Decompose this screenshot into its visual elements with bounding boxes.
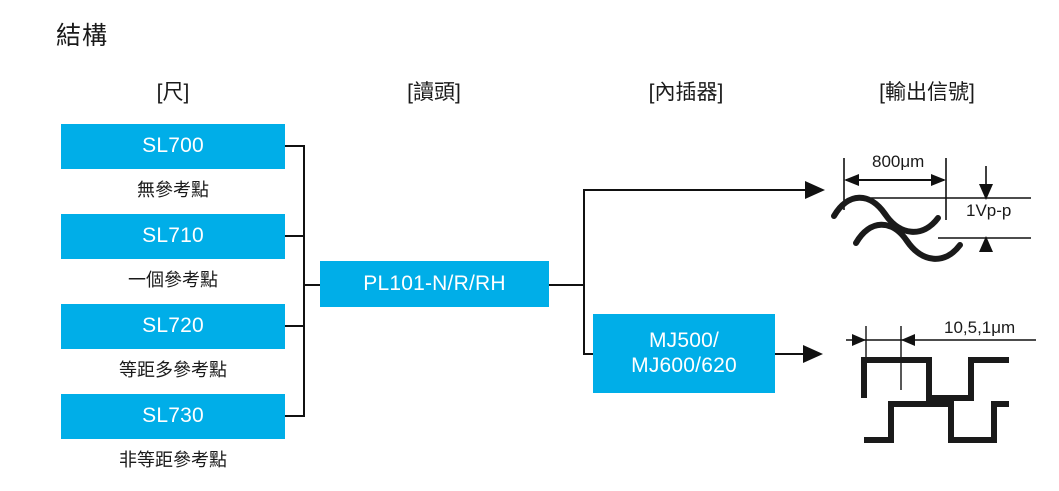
- connector-interpolator-out: [775, 353, 807, 355]
- scale-box-sl710[interactable]: SL710: [61, 214, 285, 259]
- output-signal-square-diagram: [846, 312, 1046, 452]
- connector-sl720-stub: [285, 325, 305, 327]
- connector-sl730-stub: [285, 415, 305, 417]
- connector-readhead-out: [549, 284, 585, 286]
- output-signal-sine-diagram: [826, 148, 1051, 263]
- connector-sl710-stub: [285, 235, 305, 237]
- connector-sl700-stub: [285, 145, 305, 147]
- square-resolution-label: 10,5,1μm: [944, 318, 1016, 337]
- connector-analog-branch: [583, 189, 805, 191]
- sine-amplitude-arrowhead-top-icon: [979, 184, 993, 200]
- sine-amplitude-arrowhead-bottom-icon: [979, 236, 993, 252]
- sine-pitch-arrowhead-right-icon: [931, 174, 946, 186]
- page-title: 結構: [56, 22, 109, 50]
- scale-caption-sl700: 無參考點: [137, 180, 209, 200]
- scale-box-sl720[interactable]: SL720: [61, 304, 285, 349]
- sine-waveform-svg: [831, 158, 1031, 262]
- column-header-output-signal: [輸出信號]: [879, 81, 975, 104]
- sine-wave-b: [853, 221, 963, 262]
- column-header-readhead: [讀頭]: [407, 81, 461, 104]
- readhead-box-pl101[interactable]: PL101-N/R/RH: [320, 261, 549, 307]
- arrow-digital-output-icon: [803, 345, 823, 363]
- interpolator-box-mj[interactable]: MJ500/ MJ600/620: [593, 314, 775, 393]
- scale-box-sl730[interactable]: SL730: [61, 394, 285, 439]
- arrow-analog-output-icon: [805, 181, 825, 199]
- sine-pitch-arrowhead-left-icon: [844, 174, 859, 186]
- column-header-scale: [尺]: [156, 81, 190, 104]
- scale-caption-sl730: 非等距參考點: [119, 450, 227, 470]
- sine-pitch-label: 800μm: [872, 152, 925, 171]
- square-dim-arrowhead-left-icon: [852, 334, 866, 346]
- sine-wave-a: [831, 194, 941, 235]
- square-wave-a: [861, 357, 1009, 401]
- connector-readhead-split-trunk: [583, 189, 585, 355]
- square-wave-b: [864, 401, 1009, 443]
- square-waveform-svg: [846, 326, 1036, 443]
- scale-caption-sl710: 一個參考點: [128, 270, 218, 290]
- square-dim-arrowhead-right-icon: [901, 334, 915, 346]
- column-header-interpolator: [內插器]: [648, 81, 724, 104]
- sine-amplitude-label: 1Vp-p: [966, 201, 1012, 220]
- scale-caption-sl720: 等距多參考點: [119, 360, 227, 380]
- scale-box-sl700[interactable]: SL700: [61, 124, 285, 169]
- connector-scale-to-readhead: [303, 284, 322, 286]
- connector-scale-trunk: [303, 145, 305, 417]
- connector-interpolator-branch: [583, 353, 595, 355]
